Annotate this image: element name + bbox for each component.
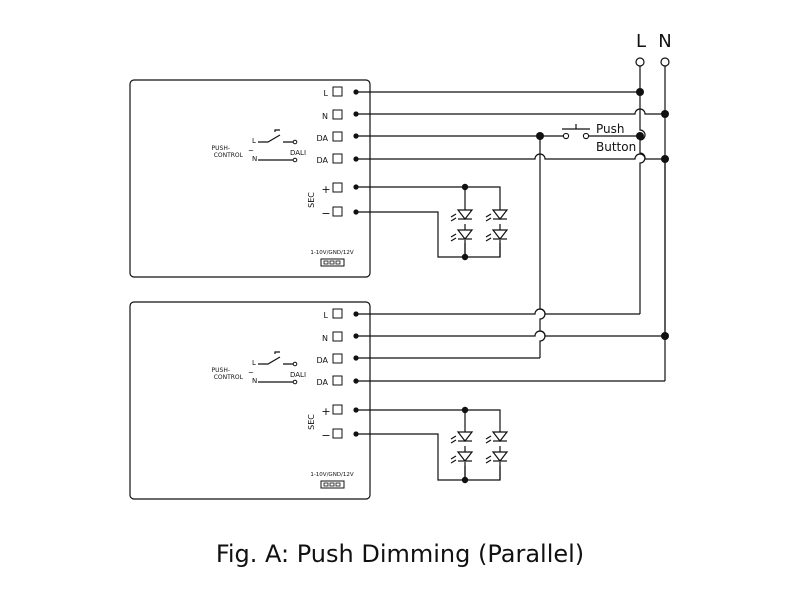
supply-l-label: L <box>636 31 646 52</box>
driver-1-dali: DALI <box>290 149 306 157</box>
driver-2-switch-l: L <box>252 359 256 367</box>
driver-2-control-label: CONTROL <box>214 374 244 381</box>
driver-1-da1-label: DA <box>317 134 329 143</box>
driver-2-l-label: L <box>324 311 329 320</box>
push-button-label-1: Push <box>596 122 625 136</box>
driver-2: L N DA DA + − SEC PUSH- CONTROL ~ L N DA… <box>129 301 371 500</box>
driver-1-da2-label: DA <box>317 156 329 165</box>
supply-l-terminal <box>635 57 645 67</box>
driver-2-dali: DALI <box>290 371 306 379</box>
wiring <box>353 66 669 437</box>
driver-2-switch-n: N <box>252 377 257 385</box>
driver-1-tilde: ~ <box>248 147 254 155</box>
driver-1-plus-label: + <box>321 183 330 196</box>
driver-1-push-label: PUSH- <box>212 145 231 152</box>
driver-1: L N DA DA + − SEC PUSH- CONTROL ~ L N DA… <box>129 79 371 278</box>
driver-2-minus-label: − <box>321 429 330 442</box>
driver-1-sec-label: SEC <box>307 192 316 208</box>
driver-1-control-label: CONTROL <box>214 152 244 159</box>
driver-2-push-label: PUSH- <box>212 367 231 374</box>
driver-2-connector-label: 1-10V/GND/12V <box>310 472 354 478</box>
push-button: Push Button <box>562 122 636 154</box>
supply-n-label: N <box>658 31 671 52</box>
driver-1-connector <box>320 258 345 267</box>
led-load-2 <box>356 406 509 484</box>
driver-2-da1-label: DA <box>317 356 329 365</box>
driver-1-switch-n: N <box>252 155 257 163</box>
figure-caption: Fig. A: Push Dimming (Parallel) <box>216 540 584 568</box>
driver-2-plus-label: + <box>321 405 330 418</box>
push-button-label-2: Button <box>596 140 636 154</box>
led-load-1 <box>356 183 509 261</box>
driver-1-n-label: N <box>322 112 328 121</box>
driver-2-sec-label: SEC <box>307 414 316 430</box>
driver-2-n-label: N <box>322 334 328 343</box>
driver-2-connector <box>320 480 345 489</box>
driver-2-box <box>129 301 371 500</box>
driver-1-connector-label: 1-10V/GND/12V <box>310 250 354 256</box>
supply-n-terminal <box>660 57 670 67</box>
driver-2-tilde: ~ <box>248 369 254 377</box>
driver-1-box <box>129 79 371 278</box>
driver-1-l-label: L <box>324 89 329 98</box>
driver-1-switch-l: L <box>252 137 256 145</box>
driver-2-da2-label: DA <box>317 378 329 387</box>
driver-1-minus-label: − <box>321 207 330 220</box>
